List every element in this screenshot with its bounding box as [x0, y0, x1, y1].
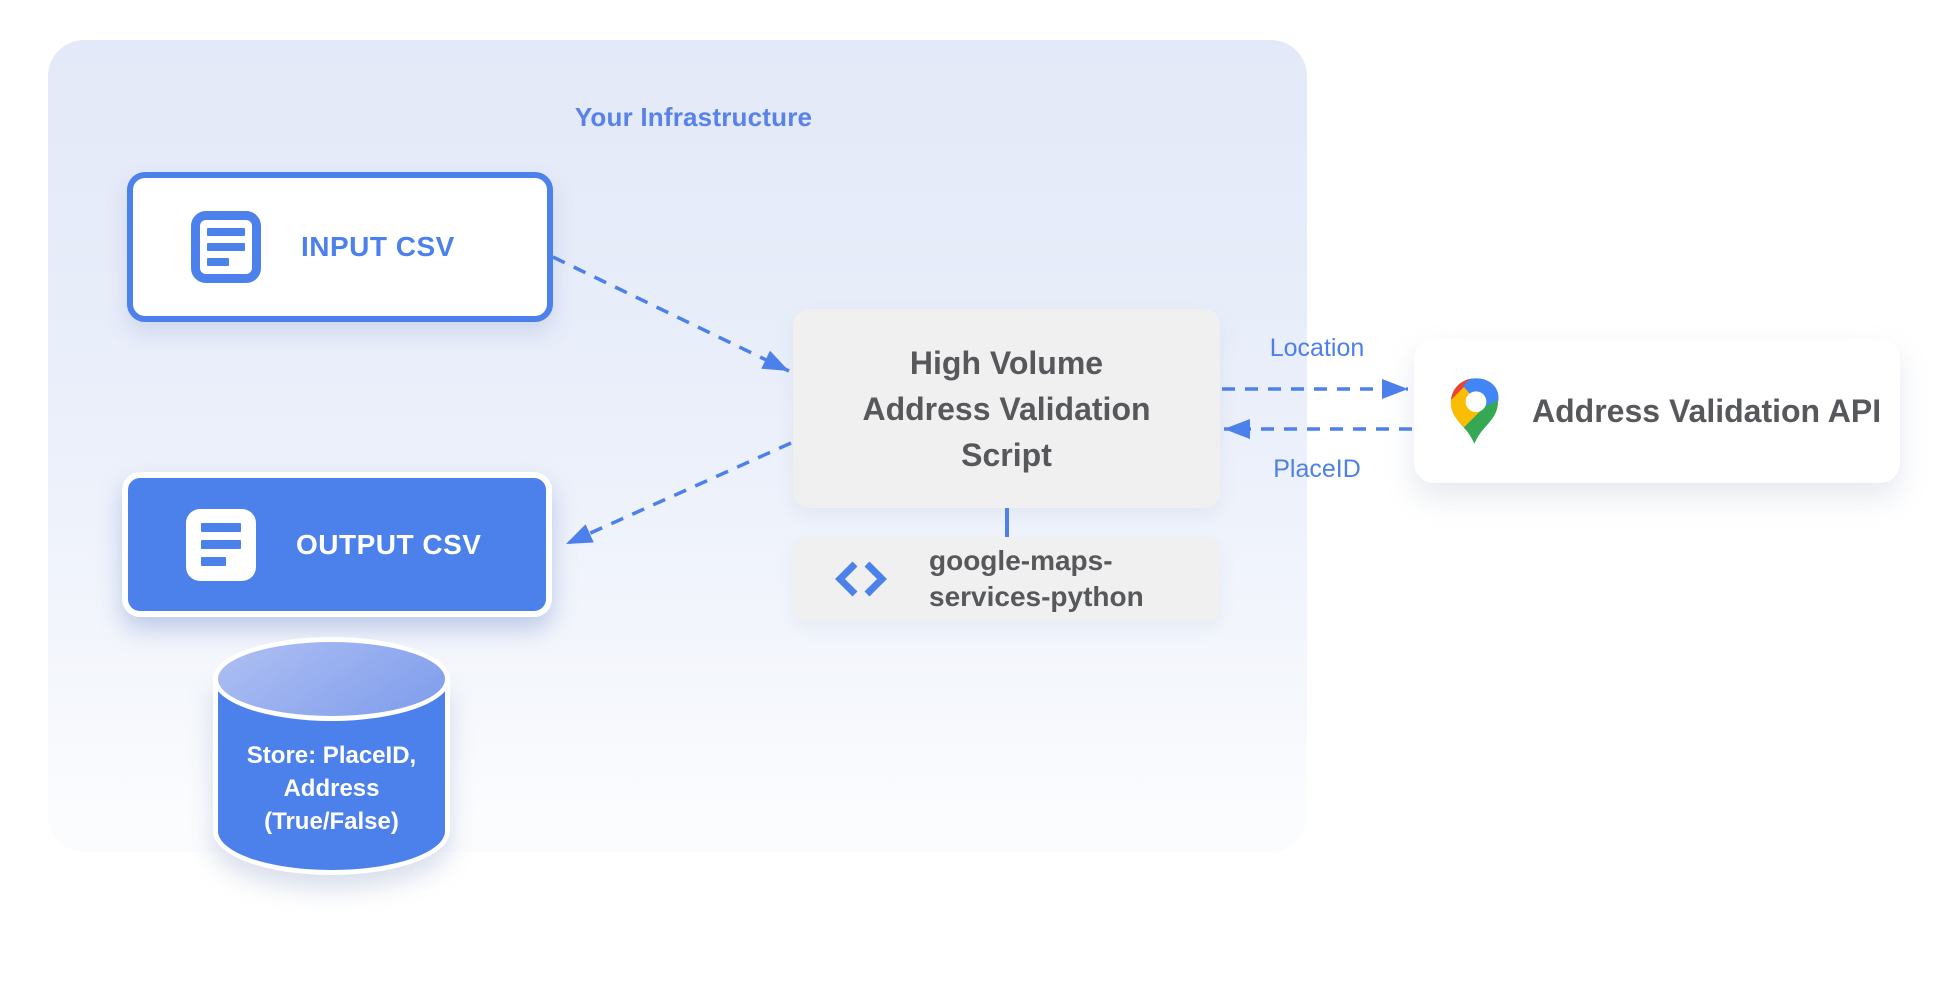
node-library: google-maps- services-python: [793, 537, 1220, 621]
node-datastore-cylinder: Store: PlaceID, Address (True/False): [213, 637, 450, 875]
output-csv-label: OUTPUT CSV: [296, 528, 482, 560]
node-output-csv: OUTPUT CSV: [122, 472, 552, 617]
node-address-validation-api: Address Validation API: [1414, 339, 1900, 483]
document-outline-icon: [191, 211, 261, 283]
infrastructure-title: Your Infrastructure: [574, 102, 813, 132]
api-label: Address Validation API: [1532, 392, 1882, 429]
google-maps-pin-icon: [1450, 378, 1499, 444]
datastore-label: Store: PlaceID, Address (True/False): [246, 742, 417, 835]
edge-label-location: Location: [1269, 334, 1365, 362]
node-input-csv: INPUT CSV: [127, 172, 553, 322]
input-csv-label: INPUT CSV: [301, 231, 455, 262]
code-icon: [835, 561, 887, 597]
library-label: google-maps- services-python: [929, 545, 1144, 612]
cylinder-top: [213, 637, 450, 721]
edge-label-placeid: PlaceID: [1273, 455, 1361, 483]
document-solid-icon: [186, 508, 256, 581]
node-validation-script: High Volume Address Validation Script: [793, 309, 1220, 508]
